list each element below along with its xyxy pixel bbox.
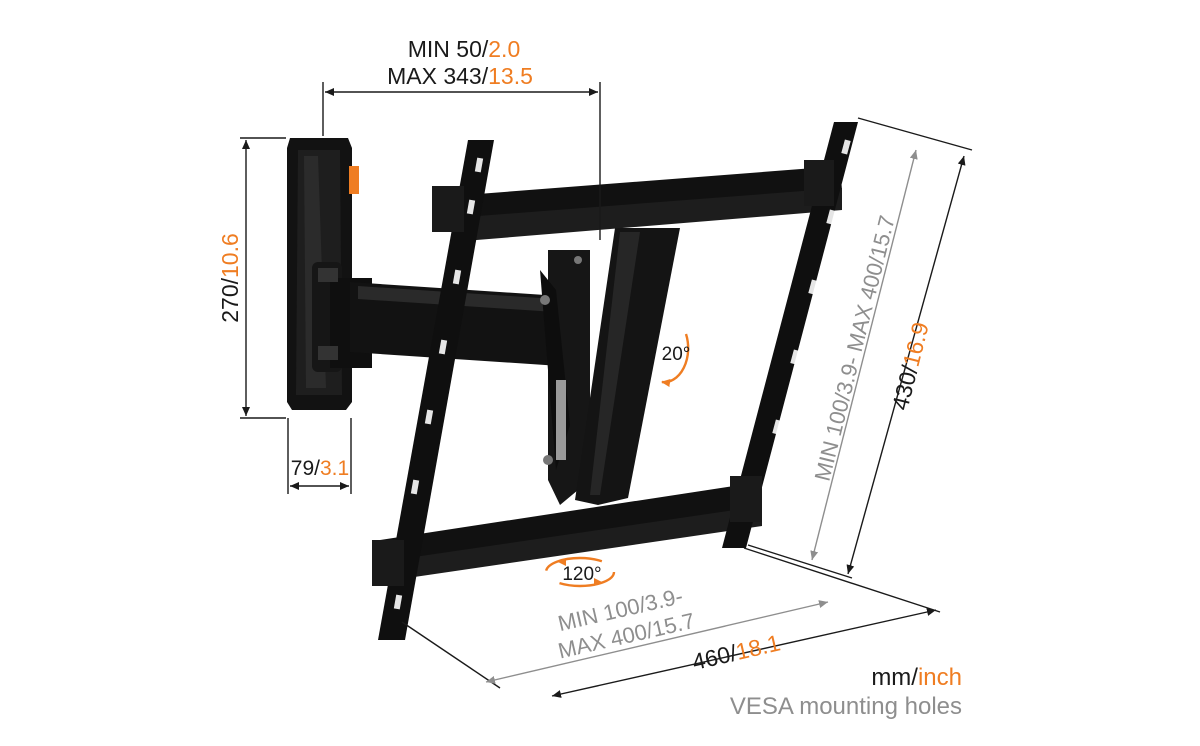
tilt-arrow [661,333,690,387]
depth-min-label: MIN 50/2.0 [408,36,521,62]
arm-assembly [312,228,680,505]
units-legend: mm/inch VESA mounting holes [730,664,962,722]
tv-bracket-frame [372,122,858,640]
vesa-dimension-lines [485,149,918,684]
total-height-label: 430/16.9 [887,319,934,412]
release-tab [349,166,359,194]
vesa-caption: VESA mounting holes [729,693,962,720]
depth-max-label: MAX 343/13.5 [387,63,533,89]
swivel-label: 120° [562,564,601,585]
wallplate-height-label: 270/10.6 [217,233,243,323]
swivel-arrow [544,556,616,588]
units-label: mm/inch [871,664,962,691]
wallplate-width-label: 79/3.1 [291,457,349,480]
tilt-label: 20° [662,344,691,365]
